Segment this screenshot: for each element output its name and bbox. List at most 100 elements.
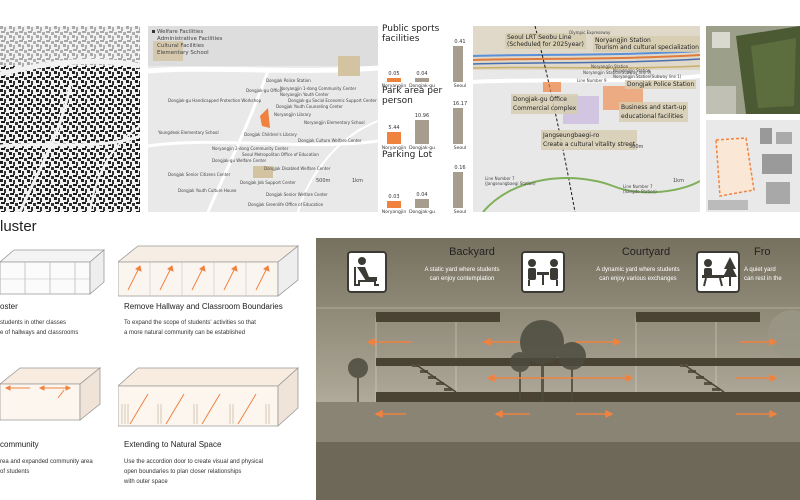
map-label: Dongjak Senior Citizens Center (168, 172, 231, 177)
annotation-box: Business and start-up educational facili… (619, 102, 689, 122)
map-label: Dongjak-gu Handicapped Protection Worksh… (168, 98, 262, 103)
stat-bar-category: Dongjak-gu (409, 146, 435, 151)
yard-desc-line: A dynamic yard where students (596, 267, 680, 273)
stat-bar-value: 0.04 (416, 71, 428, 78)
cluster-diagram-roster (0, 249, 106, 295)
stat-bar-value: 0.41 (454, 39, 466, 45)
person-chair-icon (347, 251, 387, 293)
cluster-desc-line: students in other classes (0, 320, 67, 326)
map-label: Dongjak Job Support Center (240, 180, 296, 185)
map-label: Dongjak Disabled Welfare Center (264, 166, 331, 171)
annotation-box: Noryangjin Station Tourism and cultural … (593, 36, 700, 52)
scale-500m: 500m (316, 178, 331, 184)
map-label: Dongjak Children's Library (244, 132, 297, 137)
stat-bar (387, 201, 401, 208)
map-label: Line Number 7 (Sangdo Station) (623, 184, 657, 194)
stat-bar-value: 0.04 (416, 192, 428, 198)
annotation-box: Jangseungbaegi-ro Create a cultural vita… (541, 130, 638, 150)
stat-bar (453, 46, 463, 82)
map-label: Dongjak Culture Welfare Center (298, 138, 362, 143)
cluster-heading: oster (0, 302, 18, 311)
yard-title: Backyard (449, 246, 495, 258)
yard-desc-line: can rest in the (744, 276, 782, 282)
stat-chart-title: Public sports facilities (382, 24, 440, 44)
cluster-diagram-remove-boundaries (118, 245, 300, 297)
stat-bar (387, 131, 401, 144)
legend-welfare: Welfare Facilities (157, 29, 204, 35)
yard-desc-line: can enjoy various exchanges (599, 276, 677, 282)
scale-1km: 1km (673, 178, 684, 184)
site-plan-drawing (706, 120, 800, 212)
aerial-photo (706, 26, 800, 114)
cluster-desc-line: To expand the scope of students' activit… (124, 320, 256, 326)
stat-bar (387, 77, 401, 82)
map-label: Noryangjin 2-dong Community Center (212, 146, 289, 151)
stat-bar (415, 119, 429, 144)
stat-bar-value: 5.44 (388, 124, 400, 131)
map-label: Dongjak Youth Counseling Center (276, 104, 343, 109)
stat-bar (453, 172, 463, 208)
map-label: Noryangjin 1-dong Community Center (280, 86, 357, 91)
map-label: Dongjak Senior Welfare Center (266, 192, 328, 197)
map-label: Noryangjin Station (613, 68, 651, 73)
map-label: Dongjak Greenlife Office of Education (248, 202, 324, 207)
map-label: Noryangjin Youth Center (280, 92, 329, 97)
yard-title: Courtyard (621, 246, 671, 258)
map-label: Dongjak Police Station (266, 78, 311, 83)
stat-bar-category: Seoul (453, 84, 467, 89)
stat-bar-category: Noryangjin (381, 84, 407, 89)
yard-desc-line: A quiet yard (744, 267, 776, 273)
figure-ground-map (0, 26, 140, 212)
yard-desc: A quiet yard can rest in the (744, 266, 800, 284)
yard-desc: A static yard where students can enjoy c… (392, 266, 532, 284)
map-label: Noryangjin Station (591, 64, 629, 69)
cluster-heading: Extending to Natural Space (124, 440, 222, 449)
cluster-desc-line: Use the accordion door to create visual … (124, 459, 264, 465)
map-label: Dongjak-gu Office (246, 88, 282, 93)
scale-1km: 1km (352, 178, 363, 184)
development-map: Seoul LRT Seobu Line (Scheduled for 2025… (473, 26, 700, 212)
cluster-desc-line: e of hallways and classrooms (0, 330, 79, 336)
stat-bar-category: Dongjak-gu (409, 84, 435, 89)
cluster-diagram-community (0, 367, 102, 421)
cluster-title: luster (0, 218, 37, 235)
stat-bar-value: 0.03 (388, 194, 400, 201)
stat-bar-category: Dongjak-gu (409, 210, 435, 215)
stat-bar (415, 199, 429, 208)
scale-500m: 500m (629, 144, 644, 150)
two-people-table-icon (521, 251, 565, 293)
section-perspective: Backyard A static yard where students ca… (316, 238, 800, 500)
cluster-diagram-natural-space (118, 367, 300, 427)
stat-chart-title: Park area per person (382, 86, 443, 106)
site-plan (706, 120, 800, 212)
stat-bar-value: 0.16 (454, 165, 466, 171)
map-label: Dongjak-gu Social Economic Support Cente… (288, 98, 377, 103)
legend-elementary: Elementary School (157, 50, 209, 56)
stat-bar-value: 0.05 (388, 70, 400, 77)
stat-bar-value: 10.96 (414, 112, 430, 119)
legend-cultural: Cultural Facilities (157, 43, 204, 49)
stat-bar-value: 16.17 (452, 101, 468, 107)
cluster-desc-line: rea and expanded community area (0, 459, 93, 465)
cluster-desc-line: a more natural community can be establis… (124, 330, 246, 336)
map-label: Olympic Expressway (569, 30, 611, 35)
map-label: Line Number 9 (577, 78, 607, 83)
figure-ground-pattern (0, 26, 140, 212)
map-label: Dongjak Youth Culture House (178, 188, 237, 193)
cluster-desc-line: of students (0, 469, 30, 475)
stat-bar-category: Seoul (453, 210, 467, 215)
annotation-box: Seoul LRT Seobu Line (Scheduled for 2025… (505, 33, 586, 49)
cluster-heading: Remove Hallway and Classroom Boundaries (124, 302, 283, 311)
cluster-desc-line: with outer space (124, 479, 168, 485)
stat-bar (415, 78, 429, 82)
map-label: Noryangjin Library (274, 112, 311, 117)
yard-desc: A dynamic yard where students can enjoy … (568, 266, 708, 284)
cluster-section: luster oster students in other classes e… (0, 218, 312, 500)
yard-desc-line: can enjoy contemplation (429, 276, 495, 282)
yard-title: Fro (754, 246, 771, 258)
map-label: Youngdeok Elementary School (158, 130, 219, 135)
stat-bar-category: Seoul (453, 146, 467, 151)
map-label: Noryangjin Station(Subway line 1) (613, 74, 682, 79)
map-label: Seoul Metropolitan Office of Education (242, 152, 319, 157)
